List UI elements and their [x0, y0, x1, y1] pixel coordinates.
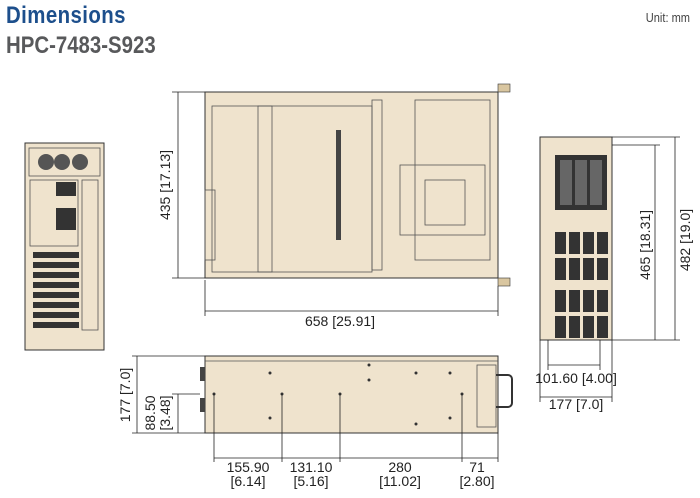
- top-length-label: 658 [25.91]: [305, 313, 375, 329]
- segment-3-mm: 280: [388, 459, 412, 475]
- segment-1-mm: 155.90: [227, 459, 270, 475]
- unit-label: Unit: mm: [645, 10, 690, 25]
- top-depth-label: 435 [17.13]: [157, 150, 173, 220]
- front-view: [24, 142, 105, 351]
- side-height-label: 177 [7.0]: [117, 368, 133, 423]
- right-inner-width-label: 101.60 [4.00]: [535, 370, 617, 386]
- right-outer-height-label: 482 [19.0]: [677, 209, 693, 271]
- segment-3-in: [11.02]: [379, 473, 421, 489]
- right-view: [539, 136, 613, 341]
- top-view: [204, 83, 511, 287]
- segment-2-in: [5.16]: [293, 473, 328, 489]
- side-segment-labels: 155.90 [6.14] 131.10 [5.16] 280 [11.02] …: [227, 459, 495, 489]
- side-half-height-mm: 88.50: [142, 395, 158, 430]
- segment-4-mm: 71: [469, 459, 485, 475]
- side-view: [200, 355, 513, 434]
- right-outer-width-label: 177 [7.0]: [549, 396, 604, 412]
- segment-4-in: [2.80]: [459, 473, 494, 489]
- page-title: Dimensions: [6, 2, 126, 29]
- model-name: HPC-7483-S923: [6, 32, 156, 59]
- side-half-height-in: [3.48]: [157, 395, 173, 430]
- segment-1-in: [6.14]: [230, 473, 265, 489]
- segment-2-mm: 131.10: [290, 459, 333, 475]
- right-inner-height-label: 465 [18.31]: [637, 210, 653, 280]
